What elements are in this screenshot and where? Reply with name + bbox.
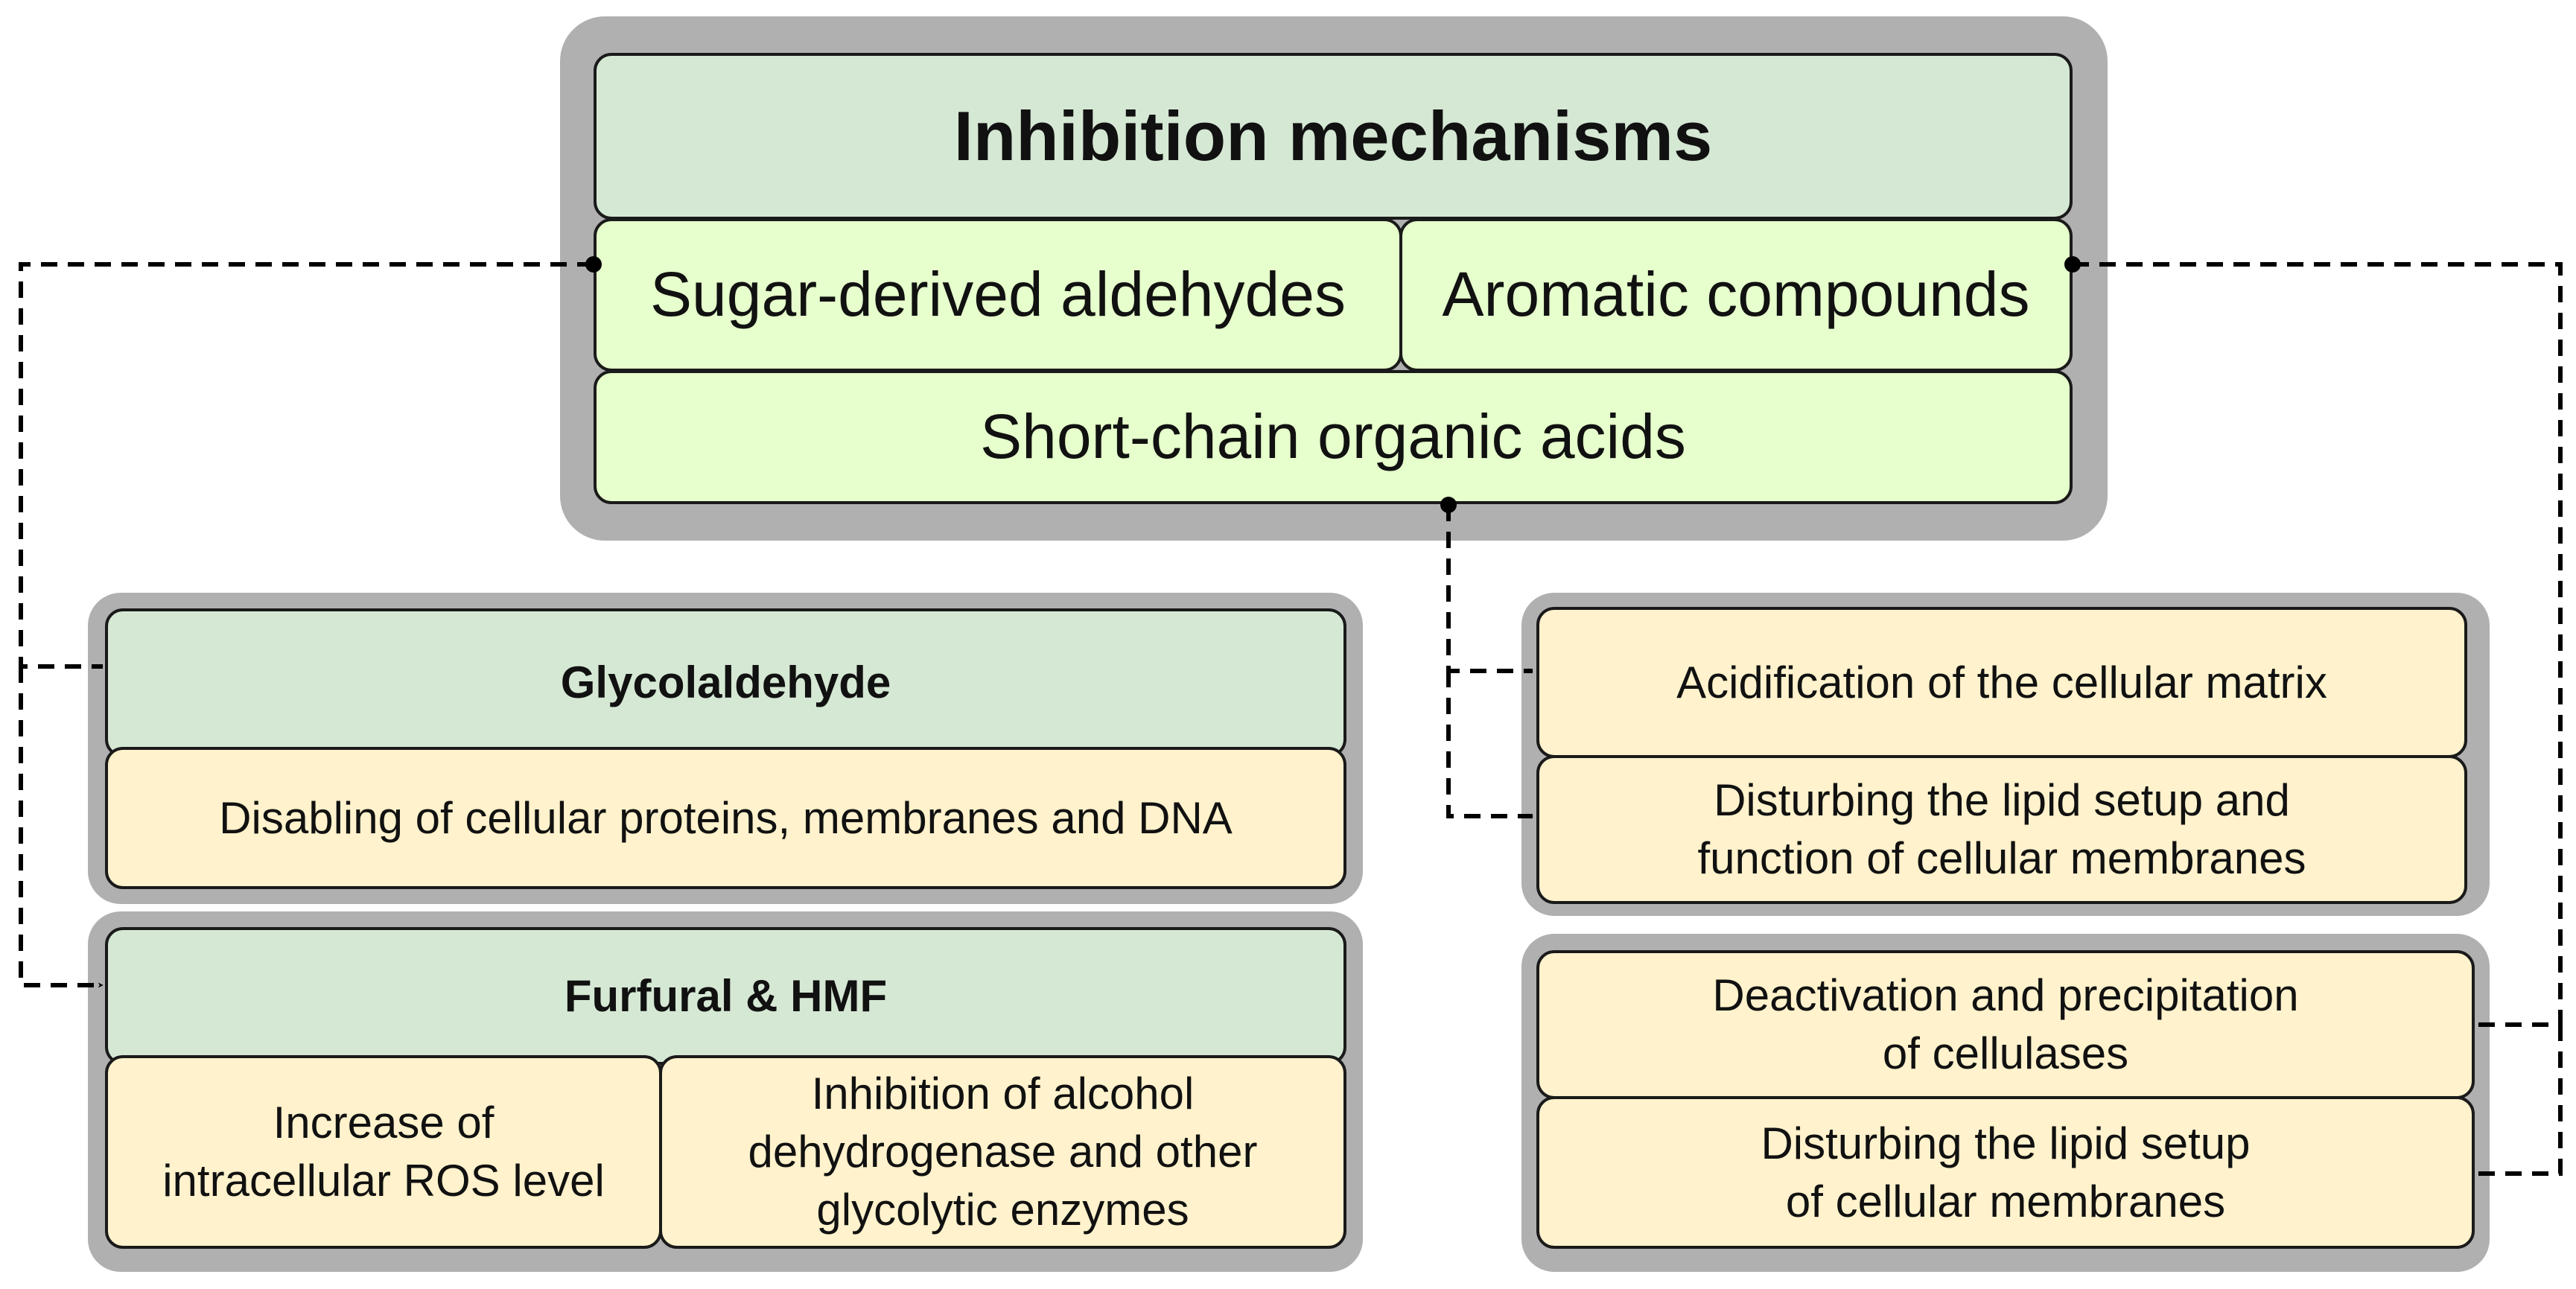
furfural-effect-enzymes: Inhibition of alcohol dehydrogenase and … bbox=[659, 1055, 1346, 1249]
inhibition-mechanisms-title: Inhibition mechanisms bbox=[594, 53, 2073, 220]
aldehydes-connector-dot bbox=[585, 256, 602, 273]
acids-effect-acidification: Acidification of the cellular matrix bbox=[1536, 607, 2467, 758]
acids-effect-lipid-function: Disturbing the lipid setup and function … bbox=[1536, 755, 2467, 904]
aldehydes-to-glycolaldehyde-connector bbox=[19, 262, 594, 669]
aromatics-to-lipid-setup-connector bbox=[2478, 1025, 2563, 1177]
aromatics-to-cellulases-connector bbox=[2073, 262, 2563, 1028]
category-aromatic-compounds: Aromatic compounds bbox=[1399, 218, 2073, 372]
acids-connector-dot bbox=[1440, 497, 1457, 513]
category-short-chain-organic-acids: Short-chain organic acids bbox=[594, 370, 2073, 504]
glycolaldehyde-title: Glycolaldehyde bbox=[105, 608, 1346, 757]
acids-to-lipid-function-connector bbox=[1446, 671, 1533, 819]
furfural-effect-ros: Increase of intracellular ROS level bbox=[105, 1055, 662, 1249]
aldehydes-to-furfural-connector bbox=[19, 666, 104, 988]
furfural-hmf-title: Furfural & HMF bbox=[105, 927, 1346, 1065]
aromatic-effect-cellulases: Deactivation and precipitation of cellul… bbox=[1536, 950, 2475, 1099]
glycolaldehyde-effect: Disabling of cellular proteins, membrane… bbox=[105, 747, 1346, 889]
category-sugar-derived-aldehydes: Sugar-derived aldehydes bbox=[594, 218, 1402, 372]
aromatic-effect-lipid-setup: Disturbing the lipid setup of cellular m… bbox=[1536, 1096, 2475, 1249]
aromatics-connector-dot bbox=[2064, 256, 2081, 273]
acids-to-acidification-connector bbox=[1446, 505, 1533, 674]
